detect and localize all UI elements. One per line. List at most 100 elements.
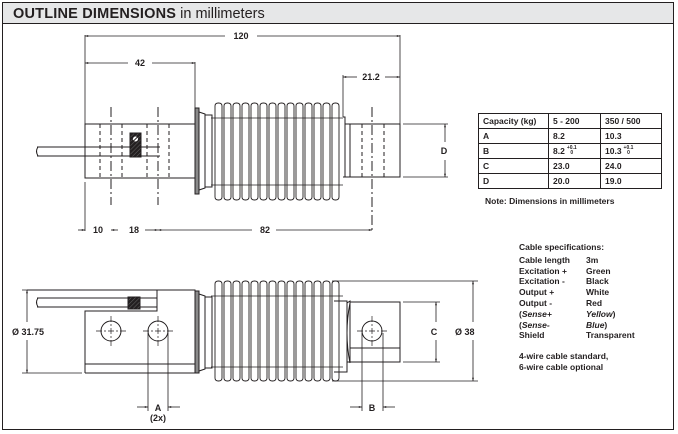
spec-key: Excitation - [519, 276, 565, 287]
table-cell: D [478, 173, 549, 189]
table-header: Capacity (kg) [478, 113, 549, 129]
bellows-convolution [313, 280, 322, 382]
bellows-convolution [322, 102, 331, 201]
bellows-convolution [268, 102, 277, 201]
table-header: 5 - 200 [548, 113, 601, 129]
spec-key: Output + [519, 287, 555, 298]
bellows-convolution [259, 280, 268, 382]
bellows-convolution [295, 280, 304, 382]
bellows-convolution [277, 280, 286, 382]
bellows-side [211, 280, 343, 382]
bellows-convolution [250, 280, 259, 382]
bellows-convolution [232, 280, 241, 382]
dim-dia-38: Ø 38 [455, 327, 475, 337]
capacity-table: Capacity (kg) 5 - 200 350 / 500 A 8.2 10… [478, 113, 662, 189]
cable-spec-row: Excitation - Black [519, 276, 635, 287]
eye-block [349, 301, 401, 363]
page-title: OUTLINE DIMENSIONS in millimeters [13, 6, 265, 22]
cable-spec-row: Excitation +Green [519, 266, 635, 277]
spec-key: Cable length [519, 254, 571, 265]
spec-value: Yellow) [586, 308, 616, 319]
table-cell: C [478, 158, 549, 174]
cable-footnote: 4-wire cable standard, 6-wire cable opti… [519, 351, 635, 373]
dim-dia-31-75: Ø 31.75 [12, 327, 44, 337]
cable-spec-row: Output + White [519, 287, 635, 298]
bellows-convolution [241, 280, 250, 382]
outline-frame [2, 2, 674, 430]
dim-10: 10 [93, 225, 103, 235]
bellows-convolution [322, 280, 331, 382]
cell-value: 8.2 [553, 145, 565, 156]
cable-spec-row: (Sense- Blue) [519, 320, 635, 331]
table-cell: 24.0 [600, 158, 662, 174]
bellows-convolution [268, 280, 277, 382]
tolerance-lower: 0 [627, 150, 630, 157]
spec-value: White [586, 287, 610, 298]
load-hole [357, 316, 387, 346]
table-cell: A [478, 128, 549, 144]
body-outline-left [27, 289, 158, 373]
flange [194, 107, 200, 195]
bellows-convolution [295, 102, 304, 201]
title-bold: OUTLINE DIMENSIONS [13, 6, 177, 22]
table-row: A 8.2 10.3 [478, 128, 662, 144]
tolerance-lower: 0 [570, 150, 574, 157]
center-lines-top [110, 107, 373, 230]
spec-value: Blue) [586, 319, 608, 330]
dim-18: 18 [129, 225, 139, 235]
hidden-lines-left [99, 124, 170, 178]
bellows-convolution [313, 102, 322, 201]
dim-C: C [431, 327, 438, 337]
table-cell: 8.2 [548, 128, 601, 144]
spec-key: Output - [519, 297, 553, 308]
spec-value: Black [586, 276, 609, 287]
cell-value: 10.3 [605, 145, 622, 156]
spec-key: Shield [519, 330, 545, 341]
table-cell: 20.0 [548, 173, 601, 189]
spec-value: Red [586, 297, 603, 308]
bellows-convolution [331, 102, 340, 201]
table-header-row: Capacity (kg) 5 - 200 350 / 500 [478, 113, 662, 129]
bellows-convolution [277, 102, 286, 201]
bellows-convolution [250, 102, 259, 201]
dim-A-qty: (2x) [150, 413, 166, 423]
dim-A: A [155, 403, 162, 413]
bellows-convolution [304, 280, 313, 382]
dim-D: D [441, 146, 448, 156]
side-view [22, 280, 478, 411]
dim-42: 42 [135, 58, 145, 68]
cable-spec-row: Output - Red [519, 298, 635, 309]
spec-key: (Sense+ [519, 308, 552, 319]
bellows-convolution [223, 280, 232, 382]
bellows-convolution [286, 280, 295, 382]
right-block [344, 123, 401, 178]
bellows-convolution [214, 280, 223, 382]
spec-value: Green [586, 265, 611, 276]
mount-hole-2 [143, 316, 173, 346]
top-view [36, 35, 448, 231]
cable-footnote-line: 6-wire cable optional [519, 361, 604, 372]
bellows-convolution [286, 102, 295, 201]
screw-block [129, 132, 142, 158]
tolerance-upper: +0.1 [623, 145, 634, 152]
bellows-convolution [214, 102, 223, 201]
tolerance-upper: +0.1 [566, 145, 577, 152]
spec-key: (Sense- [519, 319, 550, 330]
table-header: 350 / 500 [600, 113, 662, 129]
dim-120: 120 [233, 31, 248, 41]
cable-specs-title: Cable specifications: [519, 242, 605, 252]
bellows-convolution [241, 102, 250, 201]
mount-hole-1 [96, 316, 126, 346]
bellows-top [211, 102, 343, 201]
header-bar: OUTLINE DIMENSIONS in millimeters [3, 3, 673, 24]
spec-value: Transparent [586, 330, 635, 341]
table-row: D 20.0 19.0 [478, 173, 662, 189]
table-cell: B [478, 143, 549, 159]
